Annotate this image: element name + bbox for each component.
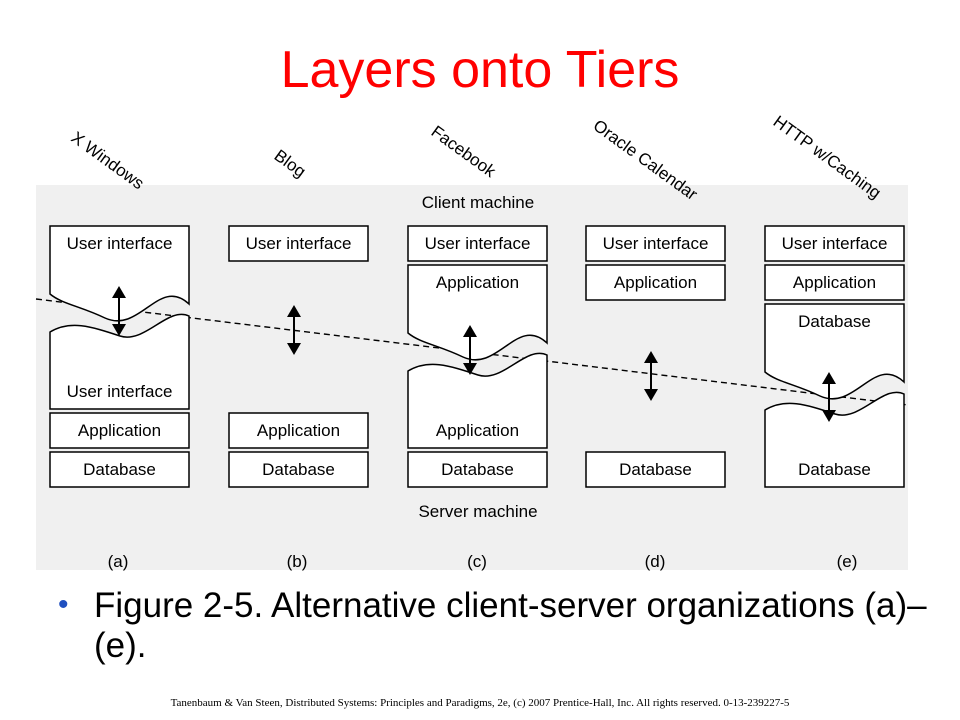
col-b-server-application-box bbox=[228, 412, 369, 449]
col-a-arrow bbox=[112, 286, 126, 336]
col-d-server-database-box bbox=[585, 451, 726, 488]
col-d-arrow bbox=[644, 351, 658, 401]
caption-bullet: • Figure 2-5. Alternative client-server … bbox=[58, 586, 938, 666]
col-d-server-database-label: Database bbox=[619, 460, 692, 479]
col-b-client-user-interface-box bbox=[228, 225, 369, 262]
col-e-client-database-box bbox=[764, 303, 905, 400]
client-machine-label: Client machine bbox=[422, 193, 534, 212]
col-e-arrow bbox=[822, 372, 836, 422]
col-e-arrow-head-down bbox=[822, 410, 836, 422]
annotation-x-windows: X Windows bbox=[68, 128, 148, 193]
col-e-server-database-label: Database bbox=[798, 460, 871, 479]
col-a-client-user-interface-box bbox=[49, 225, 190, 322]
slide-title: Layers onto Tiers bbox=[280, 41, 680, 99]
server-machine-label: Server machine bbox=[418, 502, 537, 521]
col-e-arrow-head-up bbox=[822, 372, 836, 384]
tier-divider-line bbox=[35, 298, 909, 406]
column-label-e: (e) bbox=[837, 552, 858, 571]
col-d-arrow-head-up bbox=[644, 351, 658, 363]
col-b-client-user-interface-label: User interface bbox=[246, 234, 352, 253]
col-a-server-user-interface-box bbox=[49, 313, 190, 410]
col-e-client-application-box bbox=[764, 264, 905, 301]
col-b-arrow bbox=[287, 305, 301, 355]
col-c-client-user-interface-label: User interface bbox=[425, 234, 531, 253]
col-a-client-user-interface-label: User interface bbox=[67, 234, 173, 253]
col-c-client-application-box bbox=[407, 264, 548, 361]
col-a-arrow-head-down bbox=[112, 324, 126, 336]
col-a-server-application-box bbox=[49, 412, 190, 449]
col-a-server-database-box bbox=[49, 451, 190, 488]
col-c-arrow bbox=[463, 325, 477, 375]
col-d-client-user-interface-label: User interface bbox=[603, 234, 709, 253]
annotation-facebook: Facebook bbox=[428, 122, 500, 182]
col-c-server-application-box bbox=[407, 352, 548, 449]
col-b-arrow-head-up bbox=[287, 305, 301, 317]
col-b-server-database-box bbox=[228, 451, 369, 488]
caption-text: Figure 2-5. Alternative client-server or… bbox=[94, 586, 927, 665]
footer-citation: Tanenbaum & Van Steen, Distributed Syste… bbox=[170, 697, 790, 709]
col-c-arrow-head-up bbox=[463, 325, 477, 337]
col-c-server-database-label: Database bbox=[441, 460, 514, 479]
col-a-server-database-label: Database bbox=[83, 460, 156, 479]
col-b-server-database-label: Database bbox=[262, 460, 335, 479]
col-c-server-application-label: Application bbox=[436, 421, 519, 440]
column-label-a: (a) bbox=[108, 552, 129, 571]
col-c-client-application-label: Application bbox=[436, 273, 519, 292]
bullet-dot: • bbox=[58, 588, 69, 621]
col-c-arrow-head-down bbox=[463, 363, 477, 375]
annotation-blog: Blog bbox=[271, 146, 310, 181]
col-d-arrow-head-down bbox=[644, 389, 658, 401]
col-d-client-user-interface-box bbox=[585, 225, 726, 262]
column-labels: (a) (b) (c) (d) (e) bbox=[108, 552, 858, 571]
col-d-client-application-box bbox=[585, 264, 726, 301]
col-e-client-application-label: Application bbox=[793, 273, 876, 292]
col-b-server-application-label: Application bbox=[257, 421, 340, 440]
col-e-client-database-label: Database bbox=[798, 312, 871, 331]
column-label-c: (c) bbox=[467, 552, 487, 571]
col-c-client-user-interface-box bbox=[407, 225, 548, 262]
col-a-server-application-label: Application bbox=[78, 421, 161, 440]
col-e-client-user-interface-label: User interface bbox=[782, 234, 888, 253]
col-b-arrow-head-down bbox=[287, 343, 301, 355]
col-e-server-database-box bbox=[764, 391, 905, 488]
col-a-arrow-head-up bbox=[112, 286, 126, 298]
col-e-client-user-interface-box bbox=[764, 225, 905, 262]
column-label-b: (b) bbox=[287, 552, 308, 571]
col-d-client-application-label: Application bbox=[614, 273, 697, 292]
col-a-server-user-interface-label: User interface bbox=[67, 382, 173, 401]
col-c-server-database-box bbox=[407, 451, 548, 488]
column-label-d: (d) bbox=[645, 552, 666, 571]
